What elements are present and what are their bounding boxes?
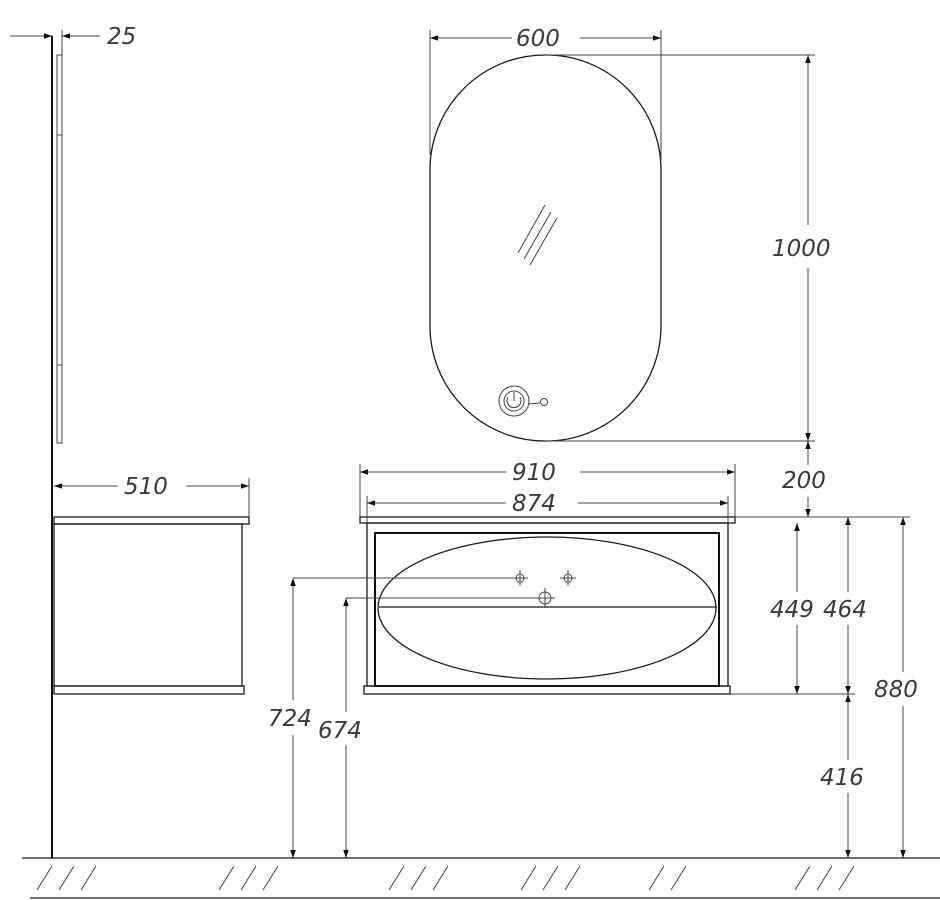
dim-total-height: 880	[874, 517, 918, 858]
glass-reflection-icon	[517, 204, 558, 266]
dim-cabinet-height-449: 449	[770, 523, 814, 694]
cabinet-body	[366, 522, 729, 687]
cabinet-plinth	[363, 685, 731, 695]
side-view: 25 510	[10, 24, 250, 858]
dim-mirror-width-label: 600	[516, 26, 560, 52]
dim-cabinet-depth-label: 510	[124, 474, 168, 500]
countertop	[359, 516, 736, 524]
dim-cabinet-width: 874	[366, 491, 729, 523]
dim-drain-height-label: 674	[318, 718, 362, 744]
oval-basin	[377, 536, 717, 680]
dim-mirror-height: 1000	[545, 54, 831, 442]
dim-mirror-gap-label: 200	[782, 468, 826, 494]
dim-tap-height-label: 724	[268, 706, 312, 732]
dim-464-label: 464	[823, 597, 867, 623]
dim-mount-height: 416	[820, 694, 864, 858]
dim-cabinet-height-464: 464	[823, 517, 867, 694]
dim-mirror-gap: 200	[782, 441, 826, 517]
dim-mirror-depth-label: 25	[107, 24, 136, 50]
mirror-side-profile	[56, 54, 63, 444]
dim-mount-height-label: 416	[820, 765, 864, 791]
dim-mirror-width: 600	[429, 26, 662, 160]
dim-449-label: 449	[770, 597, 814, 623]
dim-tap-height: 724	[268, 577, 520, 858]
oval-mirror	[429, 54, 662, 442]
cabinet-inner-frame	[374, 532, 720, 687]
dim-cabinet-width-label: 874	[512, 491, 556, 517]
cabinet-front-view: 910 874 724 674	[268, 460, 918, 858]
dim-mirror-depth: 25	[10, 24, 136, 55]
dim-total-height-label: 880	[874, 677, 918, 703]
floor	[22, 857, 940, 899]
power-button-icon	[498, 385, 548, 417]
dim-mirror-height-label: 1000	[772, 236, 831, 262]
dim-top-width-label: 910	[512, 460, 556, 486]
floor-hatch-icon	[36, 865, 855, 891]
dim-drain-height: 674	[318, 597, 545, 858]
mirror-front-view: 600 1000 200	[429, 26, 831, 517]
cabinet-side	[53, 516, 250, 695]
tap-hole-icon	[560, 570, 576, 586]
dim-top-width: 910	[359, 460, 736, 517]
dim-cabinet-depth: 510	[54, 474, 250, 517]
